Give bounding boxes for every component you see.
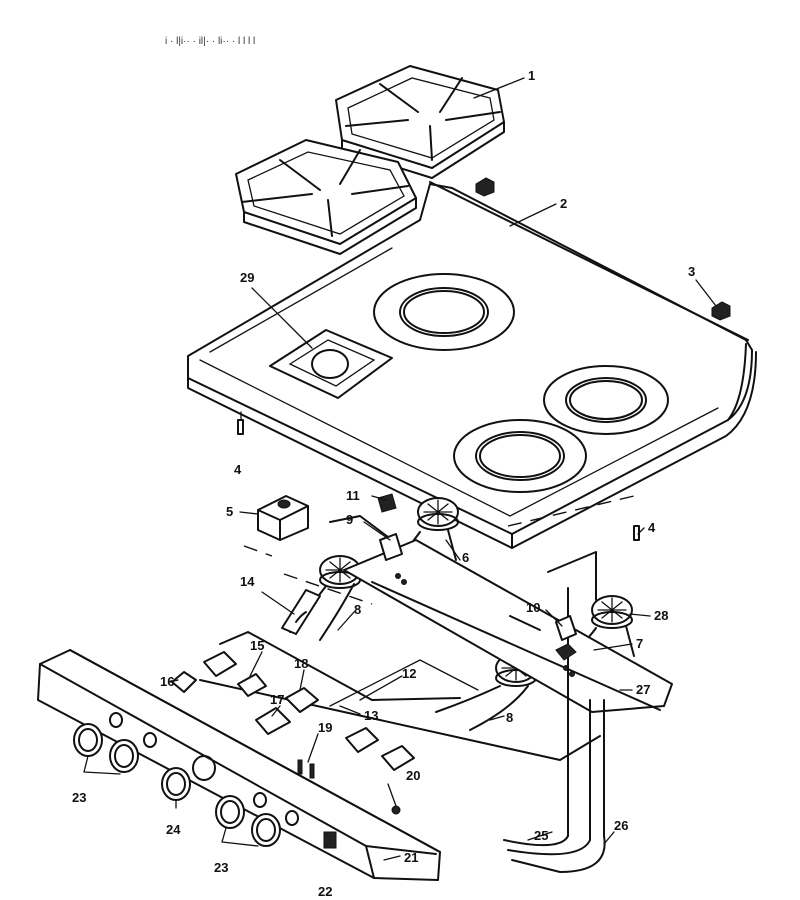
grate-clip-rear <box>475 177 495 197</box>
callout-5: 5 <box>226 504 233 519</box>
callout-15: 15 <box>250 638 264 653</box>
gas-supply-tubes <box>503 835 606 873</box>
control-panel <box>37 649 441 881</box>
burner-grate-rear <box>335 65 505 179</box>
callout-20: 20 <box>406 768 420 783</box>
callout-11: 11 <box>346 488 360 503</box>
burner-head-rear-left <box>417 497 459 531</box>
callout-10: 10 <box>526 600 540 615</box>
callout-labels: 1 2 3 4 4 5 6 7 8 8 9 10 11 12 13 14 15 … <box>72 68 695 899</box>
callout-12: 12 <box>402 666 416 681</box>
knob-5 <box>251 813 281 847</box>
callout-25: 25 <box>534 828 548 843</box>
callout-9: 9 <box>346 512 353 527</box>
screw-left <box>237 419 244 435</box>
knob-1 <box>73 723 103 757</box>
header-text: i · l|i·· · il|· · li·· · l l l l <box>165 36 255 47</box>
grate-clip-right <box>711 301 731 321</box>
callout-26: 26 <box>614 818 628 833</box>
burner-grate-front <box>235 139 417 255</box>
callout-13: 13 <box>364 708 378 723</box>
ignitor-bracket <box>555 643 577 661</box>
callout-21: 21 <box>404 850 418 865</box>
manifold-pipe <box>281 589 321 635</box>
callout-3: 3 <box>688 264 695 279</box>
valve-rear-pair <box>345 727 415 771</box>
callout-14: 14 <box>240 574 255 589</box>
callout-23-right: 23 <box>214 860 228 875</box>
callout-17: 17 <box>270 692 284 707</box>
cooktop-top-panel <box>187 181 757 549</box>
callout-18: 18 <box>294 656 308 671</box>
panel-screws <box>297 759 401 815</box>
burner-head-rear-right <box>591 595 633 629</box>
callout-6: 6 <box>462 550 469 565</box>
callout-28: 28 <box>654 608 668 623</box>
knob-2 <box>109 739 139 773</box>
callout-19: 19 <box>318 720 332 735</box>
center-burner-cover <box>269 329 393 399</box>
spark-module <box>257 495 309 541</box>
valve-16 <box>171 671 197 693</box>
callout-24: 24 <box>166 822 181 837</box>
valve-15 <box>203 651 267 697</box>
leader-lines <box>83 77 717 861</box>
callout-23-left: 23 <box>72 790 86 805</box>
valve-17 <box>255 707 291 735</box>
ignitor-parts <box>329 493 577 641</box>
callout-16: 16 <box>160 674 174 689</box>
callout-29: 29 <box>240 270 254 285</box>
knob-3 <box>161 767 191 801</box>
callout-4-right: 4 <box>648 520 656 535</box>
valve-18 <box>285 687 319 713</box>
rocker-switch <box>323 831 337 849</box>
callout-8-lower: 8 <box>506 710 513 725</box>
callout-27: 27 <box>636 682 650 697</box>
callout-22: 22 <box>318 884 332 899</box>
knob-4 <box>215 795 245 829</box>
callout-8-upper: 8 <box>354 602 361 617</box>
callout-7: 7 <box>636 636 643 651</box>
callout-2: 2 <box>560 196 567 211</box>
callout-4-left: 4 <box>234 462 242 477</box>
burner-box-outline <box>243 495 635 605</box>
callout-1: 1 <box>528 68 535 83</box>
